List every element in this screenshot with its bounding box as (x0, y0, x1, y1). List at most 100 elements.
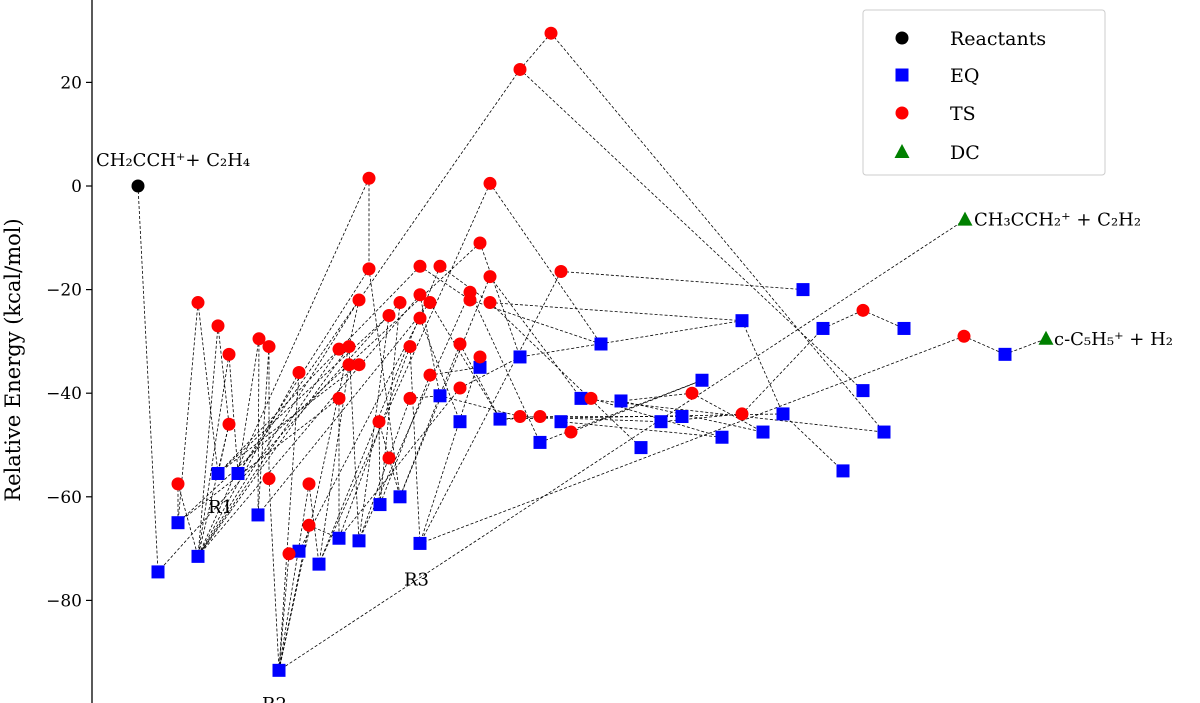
connection-line (278, 483, 310, 671)
dc-point (1038, 330, 1054, 345)
connection-line (197, 348, 340, 557)
connection-line (177, 483, 199, 557)
connection-line (257, 346, 270, 515)
connection-line (489, 302, 743, 322)
legend-box (862, 9, 1106, 176)
ts-point (483, 176, 497, 190)
ts-point (211, 319, 225, 333)
eq-point (594, 337, 608, 351)
eq-point (574, 391, 588, 405)
connection-line (741, 320, 784, 415)
ts-point (342, 340, 356, 354)
connection-line (217, 325, 230, 425)
eq-point (856, 384, 870, 398)
ts-point (382, 451, 396, 465)
connection-line (963, 335, 1006, 355)
connection-line (479, 242, 521, 358)
connection-line (620, 392, 693, 402)
connection-line (197, 325, 219, 557)
connection-line (197, 346, 350, 557)
ts-point (332, 342, 346, 356)
connection-line (519, 416, 662, 423)
connection-line (469, 299, 602, 345)
connection-line (348, 346, 360, 541)
connection-line (519, 69, 864, 391)
ts-point (463, 293, 477, 307)
eq-point (513, 350, 527, 364)
connection-line (429, 302, 501, 420)
connection-line (318, 183, 491, 565)
eq-point (231, 466, 245, 480)
ts-point (856, 303, 870, 317)
ts-point (393, 296, 407, 310)
ts-point (685, 386, 699, 400)
eq-point (735, 314, 749, 328)
ts-point (513, 62, 527, 76)
eq-point (272, 663, 286, 677)
connection-line (197, 424, 230, 557)
ts-point (262, 340, 276, 354)
ts-point (473, 236, 487, 250)
ts-point (957, 329, 971, 343)
connection-line (560, 421, 723, 438)
connection-line (157, 302, 401, 573)
connection-line (782, 413, 844, 472)
connection-line (338, 387, 461, 539)
connection-line (388, 457, 401, 497)
ts-point (533, 410, 547, 424)
connection-line (197, 294, 421, 557)
ts-point (413, 311, 427, 325)
data-points (131, 26, 1054, 677)
annotation-r1: R1 (208, 497, 233, 518)
ts-point (282, 547, 296, 561)
y-tick-label: −20 (46, 281, 82, 301)
eq-point (433, 389, 447, 403)
eq-point (393, 490, 407, 504)
connection-line (429, 366, 481, 376)
connection-line (197, 372, 300, 557)
connection-line (419, 356, 481, 544)
legend-label-eq: EQ (950, 65, 979, 87)
eq-point (877, 425, 891, 439)
ts-point (483, 296, 497, 310)
connection-line (580, 397, 885, 433)
eq-point (634, 441, 648, 455)
connection-line (741, 328, 824, 415)
ts-point (413, 259, 427, 273)
ts-point (252, 332, 266, 346)
connection-line (399, 276, 491, 497)
connection-line (237, 338, 260, 474)
eq-point (211, 466, 225, 480)
y-tick-label: −80 (46, 591, 82, 611)
connection-line (257, 302, 431, 516)
connection-line (399, 343, 461, 497)
ts-point (403, 340, 417, 354)
eq-point (554, 415, 568, 429)
connection-line (379, 302, 401, 505)
connection-line (459, 343, 501, 420)
ts-point (513, 410, 527, 424)
connection-line (217, 364, 360, 474)
connection-line (278, 553, 290, 671)
y-tick-label: 0 (71, 177, 82, 197)
connection-line (217, 266, 421, 474)
ts-point (423, 296, 437, 310)
ts-point (342, 358, 356, 372)
connection-line (620, 400, 764, 433)
eq-point (473, 360, 487, 374)
connection-line (228, 354, 239, 474)
ts-point (171, 477, 185, 491)
ts-point (564, 425, 578, 439)
connection-line (278, 372, 300, 671)
connection-line (519, 32, 552, 70)
ts-point (372, 415, 386, 429)
connection-line (419, 335, 965, 544)
connection-line (409, 346, 421, 544)
connection-line (489, 183, 602, 345)
eq-point (776, 407, 790, 421)
connection-line (378, 421, 381, 505)
ts-point (735, 407, 749, 421)
y-tick-label: −60 (46, 488, 82, 508)
